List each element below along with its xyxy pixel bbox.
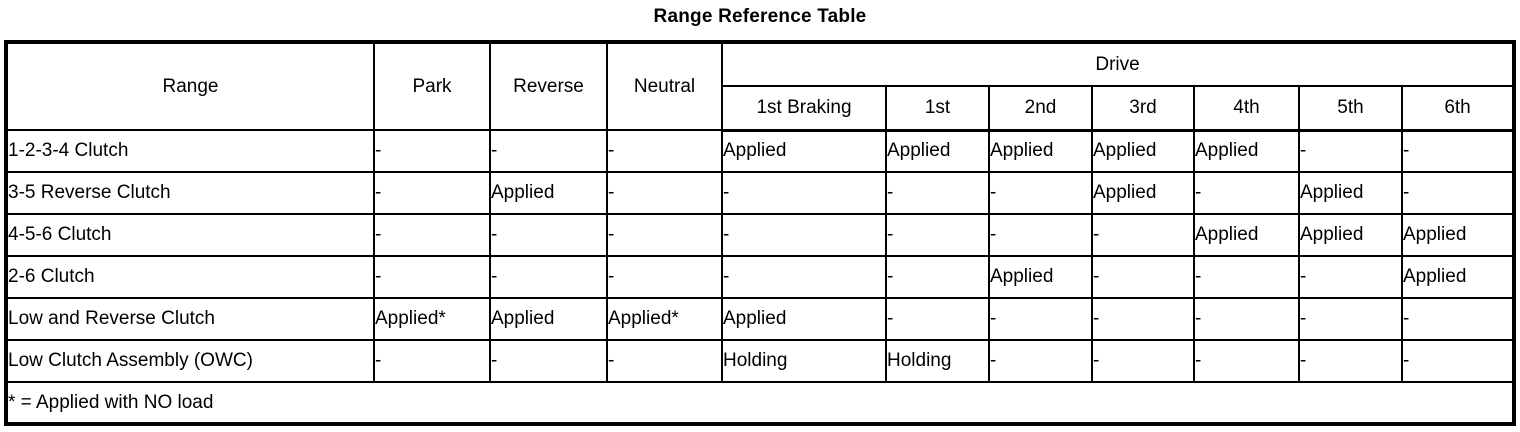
cell-park: Applied* [373,297,491,341]
cell-2nd: - [988,339,1093,383]
cell-neutral: - [606,213,723,257]
row-label: Low and Reverse Clutch [5,297,375,341]
cell-neutral: - [606,171,723,215]
cell-1st: - [885,297,990,341]
cell-6th: - [1400,129,1516,173]
cell-6th: - [1400,171,1516,215]
cell-3rd: Applied [1091,171,1195,215]
column-header-3rd: 3rd [1091,85,1195,132]
table-row: 2-6 Clutch - - - - - Applied - - - Appli… [5,255,1516,299]
table-footnote-row: * = Applied with NO load [4,381,1516,425]
column-header-6th: 6th [1400,85,1516,132]
column-header-1st: 1st [885,85,990,132]
cell-1st-braking: - [721,255,887,299]
row-label: 2-6 Clutch [5,255,375,299]
cell-2nd: - [988,297,1093,341]
cell-5th: - [1298,255,1403,299]
table-row: 4-5-6 Clutch - - - - - - - Applied Appli… [5,213,1516,257]
cell-4th: - [1193,297,1300,341]
cell-1st: - [885,213,990,257]
cell-1st: Holding [885,339,990,383]
cell-6th: Applied [1400,213,1516,257]
row-label: 3-5 Reverse Clutch [5,171,375,215]
cell-6th: - [1400,297,1516,341]
table-header-row-drive-sub: 1st Braking 1st 2nd 3rd 4th 5th 6th [6,85,1516,132]
table-footnote: * = Applied with NO load [4,381,1516,425]
cell-5th: - [1298,129,1403,173]
cell-2nd: - [988,213,1093,257]
cell-4th: - [1193,339,1300,383]
range-reference-table-wrapper: Range Park Reverse Neutral Drive 1st Bra… [4,40,1517,426]
cell-reverse: - [489,339,608,383]
column-header-range: Range [5,41,375,131]
column-header-neutral: Neutral [606,41,723,131]
cell-6th: Applied [1400,255,1516,299]
cell-reverse: Applied [489,171,608,215]
cell-reverse: - [489,255,608,299]
table-row: 3-5 Reverse Clutch - Applied - - - - App… [5,171,1516,215]
cell-1st-braking: Applied [721,297,887,341]
cell-1st-braking: - [721,171,887,215]
cell-5th: Applied [1298,213,1403,257]
column-header-4th: 4th [1193,85,1300,132]
column-header-5th: 5th [1298,85,1403,132]
table-row: Low and Reverse Clutch Applied* Applied … [5,297,1516,341]
cell-6th: - [1400,339,1516,383]
cell-1st: - [885,171,990,215]
cell-3rd: - [1091,213,1195,257]
cell-4th: - [1193,255,1300,299]
column-header-drive-group: Drive [720,41,1516,87]
cell-neutral: - [606,255,723,299]
cell-2nd: - [988,171,1093,215]
cell-neutral: - [606,129,723,173]
cell-1st-braking: - [721,213,887,257]
cell-neutral: - [606,339,723,383]
cell-neutral: Applied* [606,297,723,341]
table-header-row-group: Range Park Reverse Neutral Drive [5,41,1516,131]
row-label: 1-2-3-4 Clutch [5,129,375,173]
column-header-reverse: Reverse [489,41,608,131]
cell-park: - [373,339,491,383]
row-label: Low Clutch Assembly (OWC) [5,339,375,383]
page-title: Range Reference Table [653,6,867,27]
cell-park: - [373,129,491,173]
table-row: Low Clutch Assembly (OWC) - - - Holding … [5,339,1516,383]
range-reference-table: Range Park Reverse Neutral Drive 1st Bra… [4,40,1517,426]
cell-1st: Applied [885,129,990,173]
table-row: 1-2-3-4 Clutch - - - Applied Applied App… [5,129,1516,173]
cell-reverse: - [489,129,608,173]
cell-4th: Applied [1193,129,1300,173]
cell-2nd: Applied [988,255,1093,299]
cell-3rd: Applied [1091,129,1195,173]
cell-park: - [373,255,491,299]
cell-1st-braking: Holding [721,339,887,383]
column-header-park: Park [373,41,491,131]
cell-park: - [373,171,491,215]
cell-reverse: Applied [489,297,608,341]
cell-5th: Applied [1298,171,1403,215]
cell-3rd: - [1091,255,1195,299]
cell-1st-braking: Applied [721,129,887,173]
cell-reverse: - [489,213,608,257]
cell-4th: Applied [1193,213,1300,257]
cell-5th: - [1298,297,1403,341]
cell-4th: - [1193,171,1300,215]
cell-2nd: Applied [988,129,1093,173]
cell-1st: - [885,255,990,299]
row-label: 4-5-6 Clutch [5,213,375,257]
cell-3rd: - [1091,339,1195,383]
cell-5th: - [1298,339,1403,383]
cell-3rd: - [1091,297,1195,341]
column-header-2nd: 2nd [988,85,1093,132]
cell-park: - [373,213,491,257]
column-header-1st-braking: 1st Braking [721,85,887,132]
